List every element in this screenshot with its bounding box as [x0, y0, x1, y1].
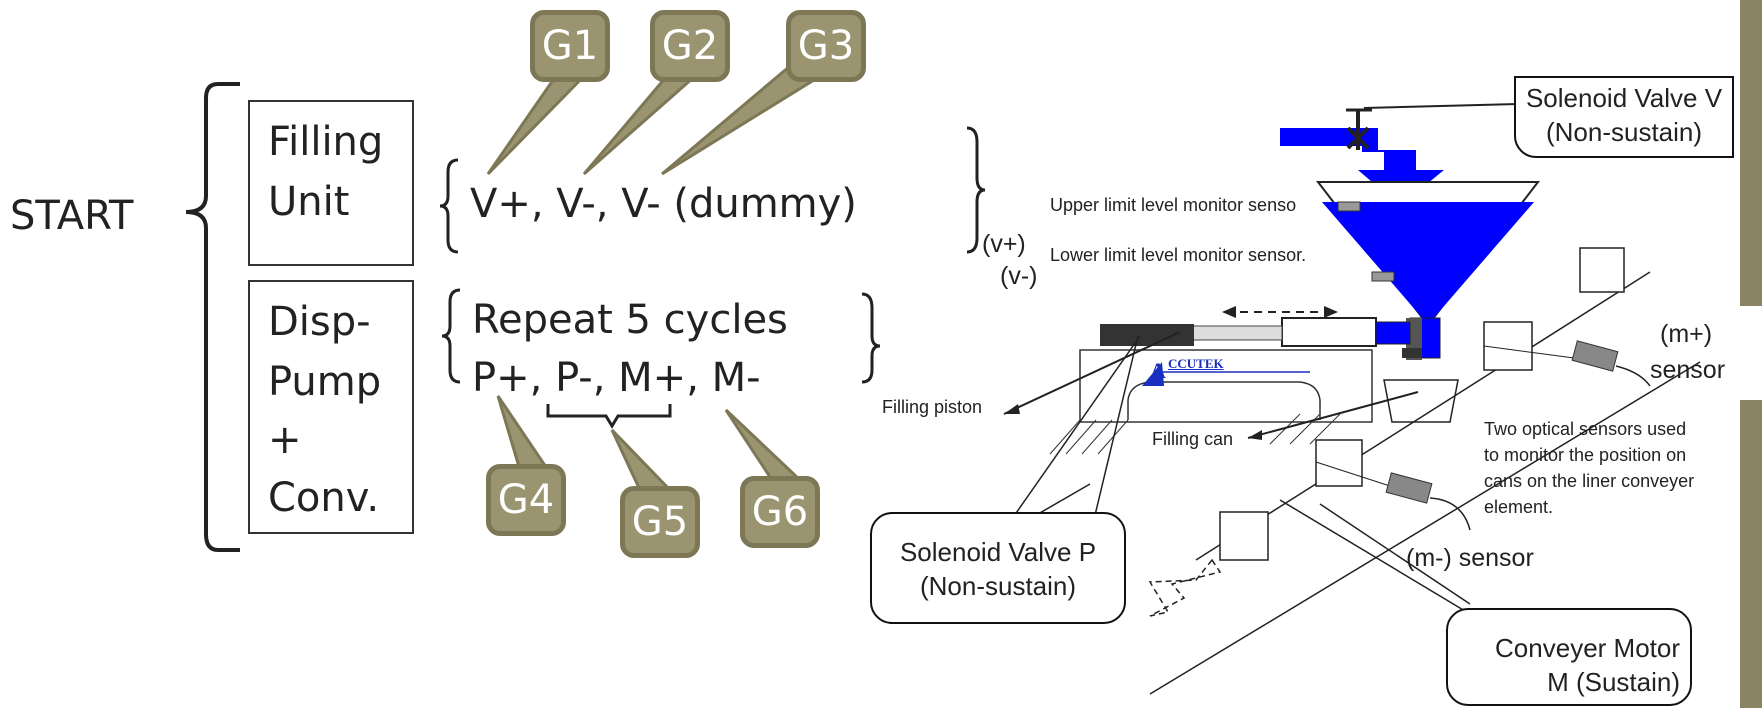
pump-label-3: + — [268, 417, 302, 463]
machine-arch — [1127, 381, 1321, 420]
pump-close-brace — [861, 292, 881, 384]
pump-open-brace — [441, 288, 461, 384]
conveyor-rail-2 — [1149, 361, 1701, 695]
v-plus-label: (v+) — [982, 230, 1026, 258]
m-plus-label: (m+) — [1660, 320, 1713, 348]
filling-can-label: Filling can — [1152, 429, 1234, 449]
can-position-2 — [1483, 321, 1533, 371]
solenoid-p-line-2 — [999, 335, 1141, 537]
upper-sensor-label: Upper limit level monitor senso — [1050, 195, 1297, 215]
m-plus-sensor-label: sensor — [1650, 356, 1726, 384]
m-plus-sensor-body — [1571, 340, 1619, 372]
accutek-brand: CCUTEK — [1168, 356, 1224, 371]
m-minus-sensor-cable — [1429, 497, 1471, 531]
exit-arrow — [1148, 558, 1222, 617]
filling-unit-label-1: Filling — [268, 119, 384, 165]
motor-line-2 — [1319, 503, 1471, 605]
optical-note-2: to monitor the position on — [1484, 445, 1687, 465]
accutek-logo-icon — [1142, 362, 1164, 386]
v-minus-label: (v-) — [1000, 262, 1038, 290]
pump-repeat: Repeat 5 cycles — [472, 297, 788, 343]
start-brace — [185, 82, 240, 552]
lower-sensor-label: Lower limit level monitor sensor. — [1050, 245, 1307, 265]
start-label: START — [10, 193, 134, 239]
can-position-1 — [1579, 247, 1625, 293]
m-minus-sensor-body — [1385, 472, 1433, 504]
solenoid-p-line-1-text: Solenoid Valve P — [899, 537, 1097, 567]
hopper-liquid — [1322, 202, 1534, 320]
accutek-initial: A — [1150, 358, 1166, 383]
conveyer-motor-line-1: Conveyer Motor — [1495, 633, 1680, 663]
m-plus-sensor-cable — [1615, 365, 1651, 387]
tag-g2: G2 — [650, 10, 730, 82]
m-plus-beam — [1483, 345, 1575, 359]
solenoid-v-line-1: Solenoid Valve V — [1525, 83, 1723, 113]
tag-g1: G1 — [530, 10, 610, 82]
motion-arrow-left — [1222, 306, 1236, 318]
solenoid-v-callout: Solenoid Valve V (Non-sustain) — [1514, 76, 1734, 158]
motion-arrow-right — [1324, 306, 1338, 318]
fill-close-brace — [966, 126, 986, 254]
pump-steps: P+, P-, M+, M- — [472, 355, 761, 401]
solenoid-p-line-3 — [1089, 335, 1139, 537]
solenoid-v-line-2: (Non-sustain) — [1545, 116, 1703, 147]
filling-unit-label-2: Unit — [268, 179, 350, 225]
valve-icon — [1346, 126, 1370, 150]
m-minus-sensor-label: (m-) sensor — [1406, 544, 1534, 572]
g5-underbrace — [546, 404, 672, 429]
piston-pointer — [1003, 331, 1181, 415]
can-position-3 — [1315, 439, 1363, 487]
can-pointer — [1247, 391, 1419, 439]
pump-label-1: Disp- — [268, 299, 371, 345]
piston-connector — [1375, 321, 1411, 345]
can-position-4 — [1219, 511, 1269, 561]
filling-unit-steps: V+, V-, V- (dummy) — [470, 181, 857, 227]
machine-base — [1079, 349, 1373, 423]
filling-can-shape — [1383, 379, 1459, 423]
upper-sensor-box — [1337, 201, 1361, 212]
can-pointer-head — [1248, 430, 1262, 440]
side-accent-bar-bottom — [1740, 400, 1762, 708]
lower-sensor-box — [1371, 271, 1395, 282]
fill-open-brace — [439, 158, 459, 254]
conveyer-motor-callout: Conveyer Motor M (Sustain) — [1446, 608, 1692, 706]
optical-note-1: Two optical sensors used — [1484, 419, 1687, 439]
nozzle-tip — [1402, 348, 1422, 358]
tag-g5: G5 — [620, 486, 700, 558]
tag-g4: G4 — [486, 464, 566, 536]
piston-pointer-head — [1004, 404, 1020, 414]
optical-note-4: element. — [1484, 497, 1554, 517]
pump-label-2: Pump — [268, 359, 382, 405]
tag-g3: G3 — [786, 10, 866, 82]
conveyer-motor-line-2: M (Sustain) — [1547, 666, 1680, 697]
side-accent-bar-top — [1740, 0, 1762, 306]
pump-box: Disp- Pump + Conv. — [248, 280, 414, 534]
valve-callout-line — [1363, 103, 1519, 109]
m-minus-beam — [1315, 461, 1391, 487]
motor-line-1 — [1279, 499, 1471, 615]
solenoid-p-line-2-text: (Non-sustain) — [919, 570, 1077, 601]
piston-cylinder — [1281, 317, 1377, 347]
filling-unit-box: Filling Unit — [248, 100, 414, 266]
optical-note-3: cans on the liner conveyer — [1484, 471, 1695, 491]
solenoid-p-callout: Solenoid Valve P (Non-sustain) — [870, 512, 1126, 624]
filling-piston-label: Filling piston — [882, 397, 983, 417]
tag-g6: G6 — [740, 476, 820, 548]
hatch-left — [1049, 419, 1129, 455]
piston-solenoid — [1100, 324, 1194, 346]
pump-label-4: Conv. — [268, 475, 380, 521]
conveyor-rail-1 — [1195, 271, 1651, 561]
piston-rod — [1179, 325, 1283, 341]
